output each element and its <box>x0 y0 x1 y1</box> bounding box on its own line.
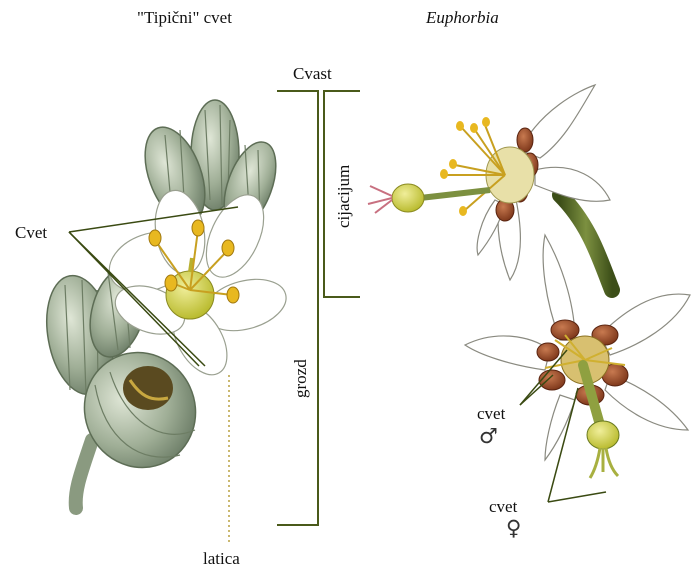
euphorbia-illustration <box>368 85 690 478</box>
female-symbol-icon: ♀ <box>506 518 521 539</box>
cyathium-bottom <box>465 235 690 478</box>
male-flower-label: cvet <box>477 405 505 422</box>
cvast-bracket <box>277 91 360 525</box>
flower-label: Cvet <box>15 224 47 241</box>
cyathium-top <box>368 85 610 280</box>
raceme-illustration <box>38 100 292 508</box>
cvast-label: Cvast <box>293 65 332 82</box>
cyathium-label: cijacijum <box>335 165 352 228</box>
euphorbia-title: Euphorbia <box>426 9 499 26</box>
male-symbol-icon: ♂ <box>479 426 498 447</box>
typical-flower-title: "Tipični" cvet <box>137 9 232 26</box>
latica-label: latica <box>203 550 240 567</box>
female-flower-label: cvet <box>489 498 517 515</box>
raceme-label: grozd <box>292 359 309 398</box>
